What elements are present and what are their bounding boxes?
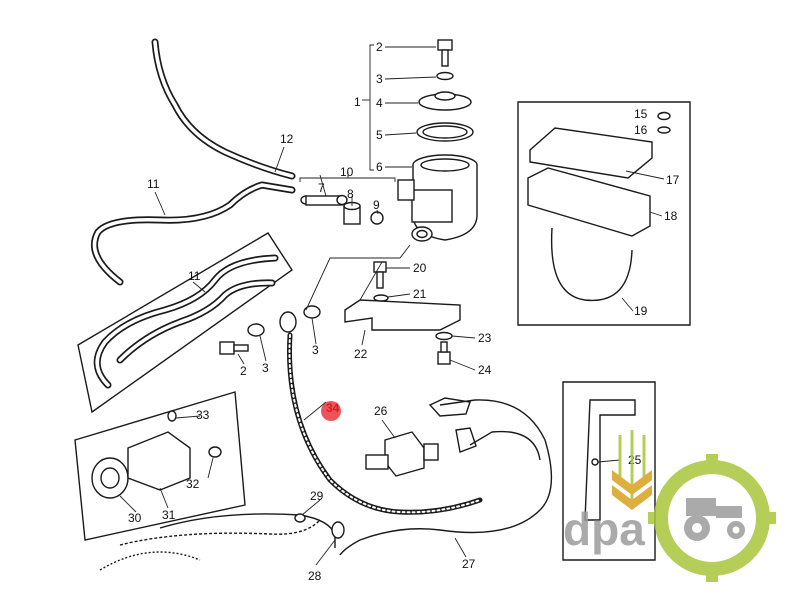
label-11-lower: 11 xyxy=(188,269,201,283)
label-27: 27 xyxy=(462,557,476,571)
wheat-icon xyxy=(612,430,652,510)
tractor-icon xyxy=(648,454,776,582)
watermark-text: dpa xyxy=(563,503,645,555)
label-20: 20 xyxy=(413,261,427,275)
label-29: 29 xyxy=(310,489,324,503)
label-16: 16 xyxy=(634,123,648,137)
leader-lines xyxy=(119,44,667,566)
fuel-sensor-26 xyxy=(365,431,439,477)
label-11-upper: 11 xyxy=(147,177,160,191)
label-10: 10 xyxy=(340,165,354,179)
label-18: 18 xyxy=(664,209,678,223)
label-22: 22 xyxy=(354,347,368,361)
label-1: 1 xyxy=(354,95,361,109)
label-8: 8 xyxy=(347,187,354,201)
label-6: 6 xyxy=(376,160,383,174)
pipe-34 xyxy=(279,305,483,515)
fuel-tube-12 xyxy=(151,38,296,180)
label-28: 28 xyxy=(308,569,322,583)
label-5: 5 xyxy=(376,128,383,142)
label-12: 12 xyxy=(280,132,294,146)
label-21: 21 xyxy=(413,287,427,301)
part-number-labels: 1 2 3 4 5 6 7 8 9 10 11 11 12 15 16 17 1… xyxy=(128,40,680,583)
highlight-dot xyxy=(321,401,341,421)
wiring-harness xyxy=(99,513,345,571)
label-2: 2 xyxy=(376,40,383,54)
label-4: 4 xyxy=(376,96,383,110)
fuel-line-27 xyxy=(339,397,553,556)
label-3-lower-b: 3 xyxy=(312,343,319,357)
label-24: 24 xyxy=(478,363,492,377)
label-26: 26 xyxy=(374,404,388,418)
fuel-tube-11-upper xyxy=(91,181,296,286)
label-32: 32 xyxy=(186,477,200,491)
label-2-lower: 2 xyxy=(240,364,247,378)
label-3: 3 xyxy=(376,72,383,86)
label-23: 23 xyxy=(478,331,492,345)
banjo-bolt-2 xyxy=(219,323,265,355)
watermark-logo: dpa xyxy=(563,430,776,582)
label-7: 7 xyxy=(318,181,325,195)
label-17: 17 xyxy=(666,173,680,187)
label-9: 9 xyxy=(373,198,380,212)
label-19: 19 xyxy=(634,304,648,318)
label-3-lower-a: 3 xyxy=(262,361,269,375)
fuel-filter-assembly xyxy=(397,39,478,242)
label-30: 30 xyxy=(128,511,142,525)
clamp-box xyxy=(517,101,691,326)
label-33: 33 xyxy=(196,408,210,422)
label-31: 31 xyxy=(162,508,176,522)
label-15: 15 xyxy=(634,107,648,121)
bracket-25-box xyxy=(562,381,656,561)
tube-box-11 xyxy=(77,232,293,414)
label-25: 25 xyxy=(628,453,642,467)
sensor-box xyxy=(74,391,246,541)
union-fittings xyxy=(300,194,384,225)
mount-bracket-22 xyxy=(344,261,461,365)
